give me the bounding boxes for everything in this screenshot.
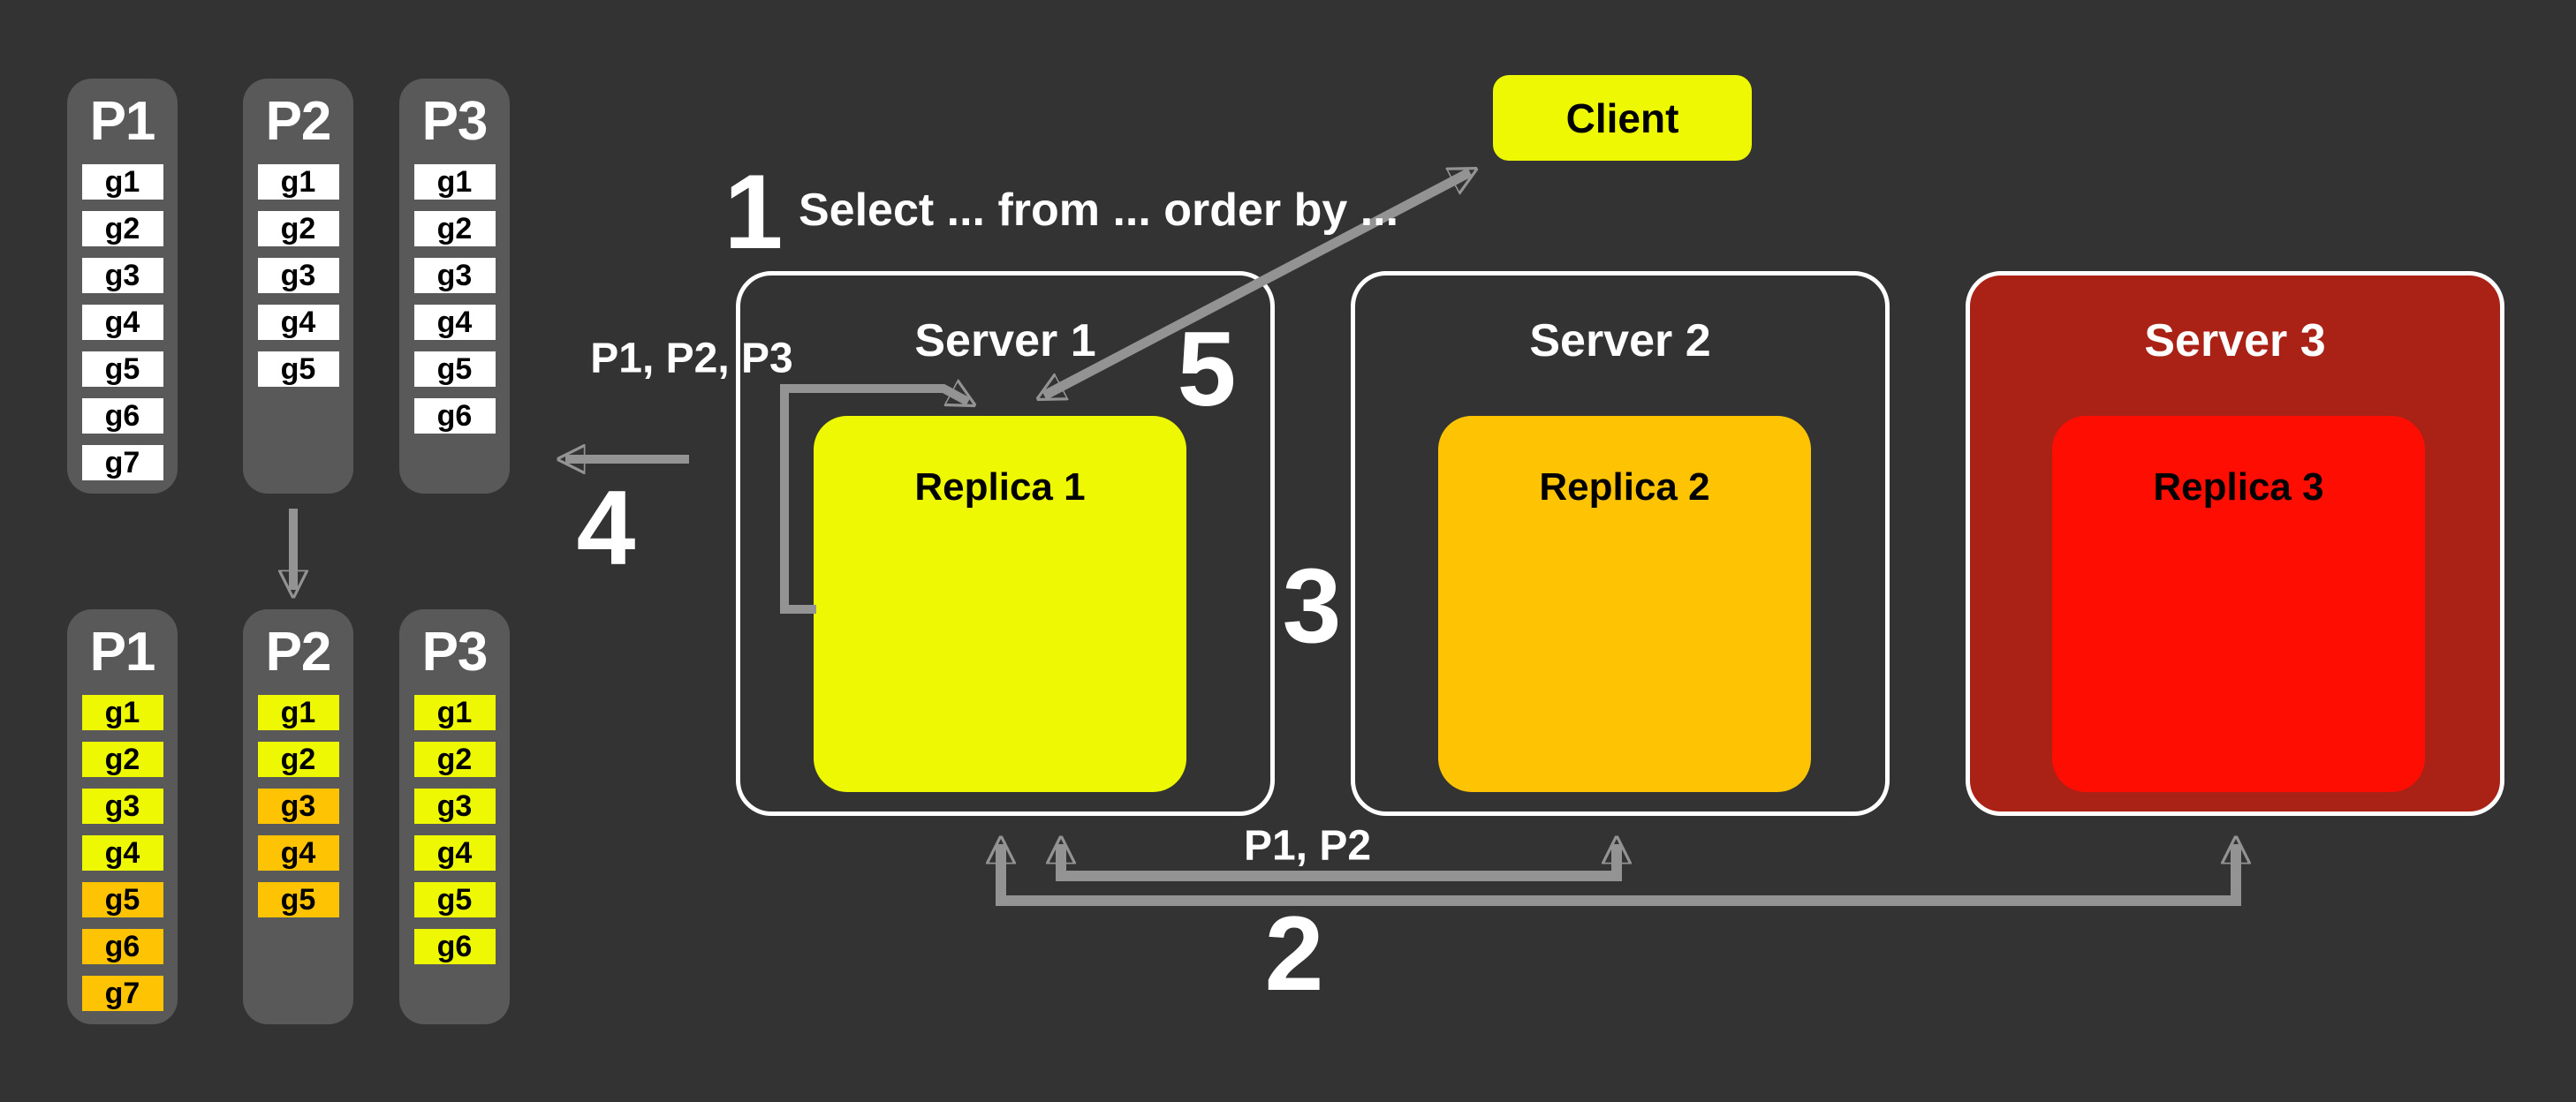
partition-cell-g2: g2 — [413, 742, 496, 777]
partition-title: P3 — [421, 622, 489, 683]
partition-title: P2 — [265, 91, 332, 152]
client-box: Client — [1493, 75, 1752, 161]
partition-cell-g3: g3 — [413, 258, 496, 293]
step-2-number: 2 — [1264, 894, 1324, 1013]
partition-cell-g1: g1 — [81, 695, 163, 730]
step-4-number: 4 — [576, 469, 636, 587]
partition-cell-g2: g2 — [413, 211, 496, 246]
partition-cells: g1 g2 g3 g4 g5 g6 — [399, 164, 510, 434]
partition-cell-g5: g5 — [413, 882, 496, 917]
replica-1-title: Replica 1 — [914, 465, 1086, 509]
partition-column-top-p2: P2 g1 g2 g3 g4 g5 — [243, 79, 353, 494]
partition-cell-g7: g7 — [81, 976, 163, 1011]
partition-cell-g4: g4 — [257, 305, 339, 340]
partition-cell-g3: g3 — [257, 789, 339, 824]
partition-cell-g3: g3 — [81, 789, 163, 824]
step-1-number: 1 — [724, 153, 784, 271]
partition-cell-g3: g3 — [257, 258, 339, 293]
partition-column-top-p1: P1 g1 g2 g3 g4 g5 g6 g7 — [67, 79, 178, 494]
client-replica-arrow — [1044, 172, 1470, 396]
partition-cell-g5: g5 — [413, 351, 496, 387]
server-2-title: Server 2 — [1529, 315, 1711, 366]
partition-column-bottom-p2: P2 g1 g2 g3 g4 g5 — [243, 609, 353, 1024]
replica-3-box: Replica 3 — [2052, 416, 2425, 792]
partition-column-top-p3: P3 g1 g2 g3 g4 g5 g6 — [399, 79, 510, 494]
partition-cells: g1 g2 g3 g4 g5 g6 g7 — [67, 695, 178, 1011]
server-3-title: Server 3 — [2144, 315, 2326, 366]
partition-cell-g5: g5 — [81, 351, 163, 387]
partition-cell-g4: g4 — [413, 305, 496, 340]
step-5-number: 5 — [1177, 310, 1237, 428]
partition-cell-g3: g3 — [81, 258, 163, 293]
step-1-query-text: Select ... from ... order by ... — [799, 185, 1399, 236]
partition-cell-g3: g3 — [413, 789, 496, 824]
partition-cell-g4: g4 — [81, 305, 163, 340]
partition-cells: g1 g2 g3 g4 g5 g6 — [399, 695, 510, 964]
replica-3-title: Replica 3 — [2153, 465, 2324, 509]
replica-1-box: Replica 1 — [814, 416, 1186, 792]
partition-cell-g6: g6 — [81, 929, 163, 964]
partition-cell-g1: g1 — [257, 695, 339, 730]
partition-cells: g1 g2 g3 g4 g5 g6 g7 — [67, 164, 178, 480]
partition-cell-g6: g6 — [413, 929, 496, 964]
partition-cell-g2: g2 — [81, 211, 163, 246]
partition-title: P2 — [265, 622, 332, 683]
partition-cell-g1: g1 — [257, 164, 339, 200]
partition-cell-g4: g4 — [257, 835, 339, 871]
partition-cell-g1: g1 — [413, 164, 496, 200]
replica1-self-loop-arrow — [780, 389, 968, 614]
step-3-number: 3 — [1282, 547, 1342, 665]
replica-2-title: Replica 2 — [1539, 465, 1710, 509]
partition-cell-g2: g2 — [81, 742, 163, 777]
scatter-partitions-label: P1, P2 — [1243, 822, 1372, 870]
partition-cell-g4: g4 — [81, 835, 163, 871]
partition-cell-g5: g5 — [81, 882, 163, 917]
partition-cell-g1: g1 — [81, 164, 163, 200]
partition-cell-g7: g7 — [81, 445, 163, 480]
loop-partitions-label: P1, P2, P3 — [590, 335, 793, 382]
partition-title: P1 — [89, 91, 156, 152]
partition-cell-g2: g2 — [257, 742, 339, 777]
partition-cell-g4: g4 — [413, 835, 496, 871]
partition-title: P3 — [421, 91, 489, 152]
partition-column-bottom-p3: P3 g1 g2 g3 g4 g5 g6 — [399, 609, 510, 1024]
partition-cell-g6: g6 — [413, 398, 496, 434]
partition-cell-g6: g6 — [81, 398, 163, 434]
partition-cell-g5: g5 — [257, 882, 339, 917]
partition-title: P1 — [89, 622, 156, 683]
partition-cells: g1 g2 g3 g4 g5 — [243, 695, 353, 917]
replica-2-box: Replica 2 — [1438, 416, 1811, 792]
partition-cell-g5: g5 — [257, 351, 339, 387]
client-label: Client — [1565, 94, 1679, 141]
partition-cell-g2: g2 — [257, 211, 339, 246]
partition-cells: g1 g2 g3 g4 g5 — [243, 164, 353, 387]
server-2-box: Server 2 — [1351, 271, 1890, 816]
partition-column-bottom-p1: P1 g1 g2 g3 g4 g5 g6 g7 — [67, 609, 178, 1024]
scatter-arrow-server3 — [1001, 844, 2236, 906]
partition-cell-g1: g1 — [413, 695, 496, 730]
